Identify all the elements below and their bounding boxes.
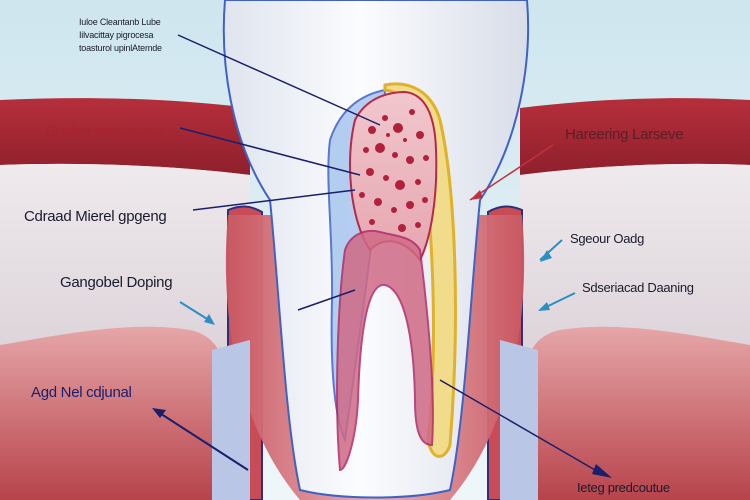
label-bottom-right: Ieteg predcoutue	[577, 480, 670, 495]
arrow-left-bottom	[154, 409, 249, 471]
label-left-middle: Cdraad Mierel gpgeng	[24, 208, 167, 225]
bone-right	[520, 163, 750, 360]
label-right-lower: Sdseriacad Daaning	[582, 280, 694, 295]
label-right-upper: Hareering Larseve	[565, 126, 684, 143]
arrowhead-bottom-right	[592, 464, 612, 478]
ligament-left	[212, 340, 250, 500]
lower-gum-right	[525, 326, 750, 500]
root-canal	[336, 230, 434, 472]
pulp-speckles	[359, 109, 429, 232]
label-left-upper: BraiheHnincheose	[46, 123, 164, 140]
arrowhead-left-lower	[204, 314, 215, 325]
gum-band-left	[0, 98, 250, 175]
label-top-line-1: Iuloe Cleantanb Lube	[79, 17, 161, 27]
label-left-lower: Gangobel Doping	[60, 274, 173, 291]
arrowhead-left-bottom	[152, 408, 166, 418]
gum-band-right	[520, 98, 750, 175]
arrowhead-right-middle	[540, 250, 552, 262]
leader-lines	[177, 34, 596, 471]
leader-line-right-upper	[469, 144, 554, 201]
ligament-right	[500, 340, 538, 500]
label-top-line-2: Iilvacittay pigrocesa	[79, 30, 154, 40]
arrowhead-right-upper	[470, 190, 483, 200]
bone-left	[0, 163, 250, 360]
pulp-chamber	[349, 90, 438, 262]
label-top-line-3: toasturol upinlAtemde	[79, 43, 162, 53]
lower-gum-left	[0, 326, 225, 500]
arrowhead-right-lower	[538, 302, 550, 311]
label-right-middle: Sgeour Oadg	[570, 231, 645, 246]
label-left-bottom: Agd Nel cdjunal	[31, 384, 132, 401]
